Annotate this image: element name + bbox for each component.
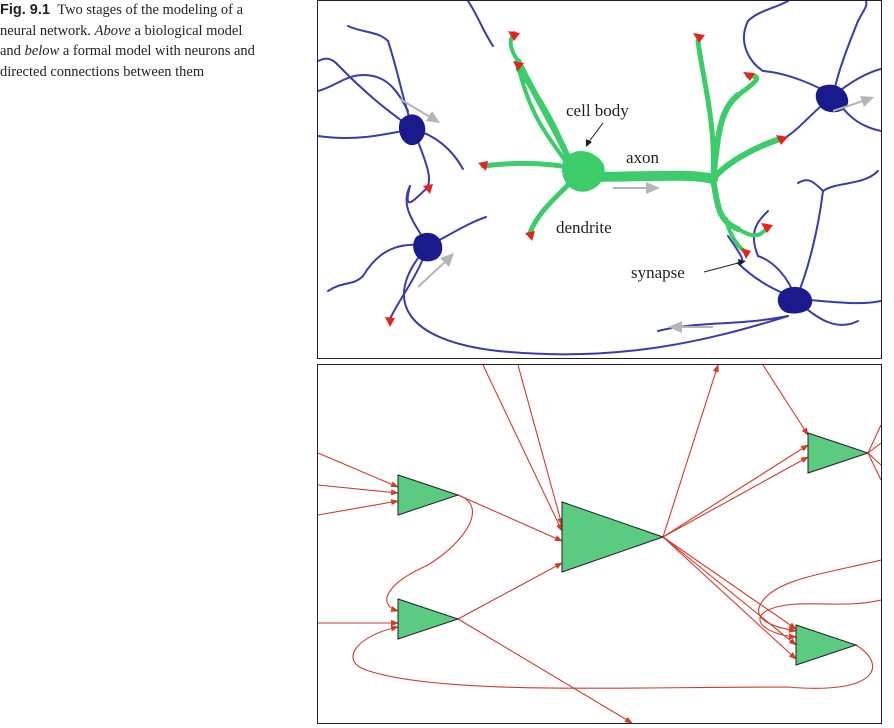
signal-arrow-bottom [668, 321, 713, 333]
fan-out-right [867, 424, 881, 481]
neuron-c [561, 501, 665, 573]
synapse-2 [513, 61, 524, 71]
signal-arrow-right [832, 96, 874, 112]
label-axon: axon [626, 148, 660, 167]
synapse-1 [508, 31, 520, 41]
label-cell-body: cell body [566, 101, 629, 120]
neuron-b [397, 598, 460, 640]
directed-connections [318, 365, 881, 723]
neuron-d [807, 432, 870, 474]
formal-neurons [397, 432, 870, 666]
cell-body [562, 151, 605, 192]
neuron-body-bottom-right [777, 286, 813, 314]
synapse-11 [385, 317, 395, 327]
caption-italic-above: Above [94, 22, 131, 39]
caption-text-2: a biological model and [0, 22, 243, 60]
synapse-7 [423, 184, 433, 194]
biological-model-panel: cell body axon dendrite synapse [317, 0, 882, 359]
label-dendrite: dendrite [556, 218, 612, 237]
green-neuron [480, 31, 783, 253]
neuron-a [397, 474, 460, 516]
synapse-10 [741, 248, 751, 259]
blue-neuron-bodies [398, 84, 849, 314]
formal-model-drawing [318, 365, 881, 723]
neuron-body-right [815, 84, 849, 113]
figure-label: Fig. 9.1 [0, 2, 50, 18]
biological-model-drawing: cell body axon dendrite synapse [318, 1, 881, 356]
signal-arrow-lower-left [417, 253, 454, 288]
pointer-synapse [703, 259, 746, 273]
label-synapse: synapse [631, 263, 685, 282]
synapse-8 [525, 231, 535, 241]
synapse-5 [776, 135, 788, 145]
signal-arrow-left [399, 98, 440, 123]
synapses [385, 31, 788, 327]
signal-arrow-axon [613, 182, 660, 194]
neuron-body-left [398, 114, 426, 146]
synapse-6 [478, 161, 488, 171]
synapse-3 [693, 33, 705, 43]
synapse-9 [761, 223, 773, 233]
synapse-4 [743, 72, 755, 81]
signal-arrows [399, 96, 874, 333]
formal-model-panel [317, 364, 882, 724]
caption-italic-below: below [24, 43, 60, 59]
neuron-body-lower-left [413, 232, 443, 262]
caption-text-3: a formal model with neurons and directed… [0, 43, 255, 80]
figure-caption: Fig. 9.1 Two stages of the modeling of a… [0, 0, 262, 82]
pointer-cell-body [586, 122, 604, 147]
neuron-e [795, 624, 858, 666]
caption-text-1: Two stages of the modeling of a neural n… [0, 2, 244, 39]
